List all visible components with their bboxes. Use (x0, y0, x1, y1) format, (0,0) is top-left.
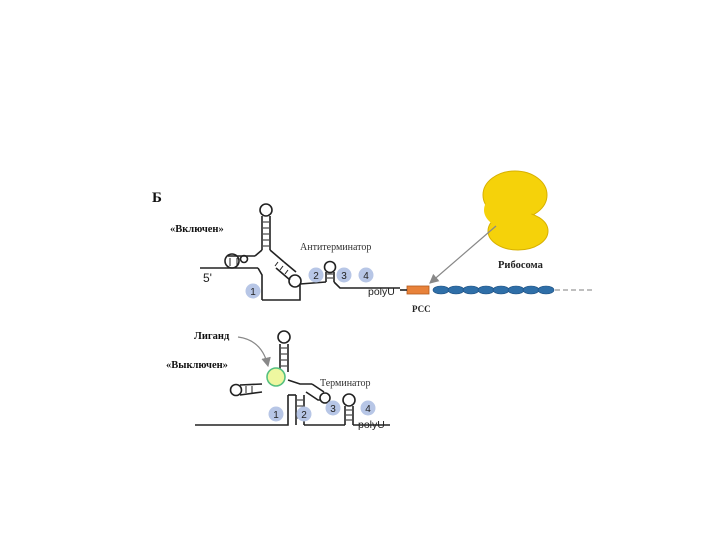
off-polyu-label: polyU (358, 419, 385, 431)
segment-badge (245, 283, 261, 299)
on-state-structure: «Включен» Антитерминатор 5' (170, 203, 400, 301)
off-state-label: «Выключен» (166, 360, 228, 371)
segment-badge (325, 400, 341, 416)
segment-badge (308, 267, 324, 283)
segment-number: 2 (313, 271, 319, 282)
ligand-icon (266, 367, 286, 387)
panel-label: Б (152, 190, 162, 206)
segment-number: 1 (273, 410, 279, 421)
on-polyu-label: polyU (368, 286, 395, 298)
ribosome-arrow (429, 225, 497, 284)
mrna-bead (537, 285, 555, 295)
segment-badge (268, 406, 284, 422)
on-state-segments: 1 2 3 4 (245, 267, 374, 299)
segment-badge (360, 400, 376, 416)
mrna-bead (492, 285, 510, 295)
rbs-box (406, 285, 430, 295)
off-state-segments: 1 2 3 4 (268, 400, 376, 422)
segment-number: 4 (365, 404, 371, 415)
segment-badge (336, 267, 352, 283)
mrna-bead (432, 285, 450, 295)
mrna-bead (522, 285, 540, 295)
terminator-label: Терминатор (320, 378, 370, 389)
mrna-bead (507, 285, 525, 295)
mrna-chain (432, 285, 555, 295)
segment-number: 2 (301, 410, 307, 421)
on-state-base-pairs (229, 221, 333, 279)
segment-number: 4 (363, 271, 369, 282)
segment-number: 3 (341, 271, 347, 282)
on-state-rna-strand (200, 203, 400, 301)
antiterminator-label: Антитерминатор (300, 242, 371, 253)
five-prime-label: 5' (203, 271, 212, 285)
mrna-bead (477, 285, 495, 295)
segment-number: 3 (330, 404, 336, 415)
rbs-label: РСС (412, 304, 431, 314)
mrna-bead (462, 285, 480, 295)
translation-section: Рибосома РСС (400, 170, 592, 314)
segment-number: 1 (250, 287, 256, 298)
off-state-structure: Лиганд «Выключен» Терминатор (166, 330, 390, 431)
ribosome-icon (482, 170, 549, 251)
ligand-arrow (237, 336, 271, 368)
segment-badge (358, 267, 374, 283)
on-state-label: «Включен» (170, 224, 224, 235)
ligand-label: Лиганд (194, 331, 230, 342)
mrna-bead (447, 285, 465, 295)
ribosome-label: Рибосома (498, 260, 544, 271)
segment-badge (296, 406, 312, 422)
